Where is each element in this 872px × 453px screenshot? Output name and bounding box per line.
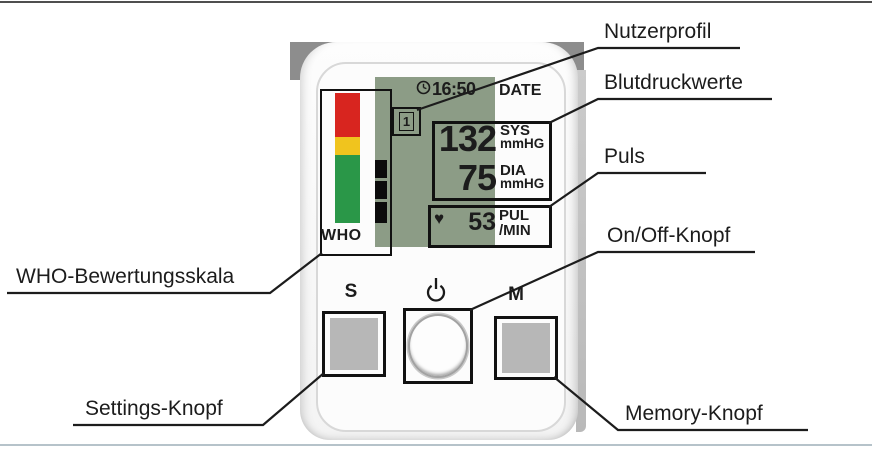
- label-puls: Puls: [604, 145, 645, 168]
- pulse-value: 53: [468, 208, 496, 236]
- power-icon: [426, 278, 446, 302]
- diastolic-label: DIA: [500, 162, 526, 179]
- display-time: 16:50: [432, 79, 476, 99]
- diastolic-unit: mmHG: [500, 176, 545, 191]
- diastolic-value: 75: [457, 157, 497, 198]
- memory-button[interactable]: [494, 316, 558, 380]
- systolic-value: 132: [438, 118, 497, 159]
- who-scale-yellow-segment: [335, 137, 360, 155]
- settings-button-pad: [329, 318, 379, 370]
- who-index-mark-3: [375, 202, 387, 223]
- who-index-mark-1: [375, 160, 387, 178]
- who-scale-frame: [320, 89, 392, 256]
- pulse-box: [428, 205, 552, 248]
- pulse-label: PUL: [499, 207, 529, 224]
- memory-button-pad: [501, 323, 551, 373]
- power-button-circle: [408, 314, 468, 378]
- label-onoff: On/Off-Knopf: [607, 224, 731, 247]
- user-profile-indicator: 1: [392, 107, 421, 136]
- blood-pressure-box: [432, 121, 552, 201]
- label-memory: Memory-Knopf: [625, 402, 763, 425]
- who-scale-red-segment: [335, 93, 360, 137]
- settings-button-letter: S: [344, 281, 358, 302]
- systolic-label: SYS: [500, 122, 531, 139]
- user-profile-number: 1: [399, 112, 414, 131]
- power-button[interactable]: [403, 308, 473, 384]
- label-who-skala: WHO-Bewertungsskala: [16, 265, 235, 288]
- who-scale-green-segment: [335, 155, 360, 223]
- label-nutzerprofil: Nutzerprofil: [604, 20, 712, 43]
- label-settings: Settings-Knopf: [85, 397, 223, 420]
- systolic-unit: mmHG: [500, 136, 545, 151]
- heart-icon: ♥: [434, 209, 445, 228]
- display-date-label: DATE: [499, 82, 542, 99]
- clock-icon: [416, 80, 431, 95]
- who-scale-label: WHO: [321, 227, 362, 244]
- bottom-border-rule: [0, 444, 872, 446]
- label-blutdruckwerte: Blutdruckwerte: [604, 71, 743, 94]
- top-border-rule: [0, 1, 872, 3]
- pulse-unit: /MIN: [499, 222, 531, 239]
- who-index-mark-2: [375, 181, 387, 199]
- memory-button-letter: M: [508, 284, 524, 305]
- settings-button[interactable]: [322, 311, 386, 377]
